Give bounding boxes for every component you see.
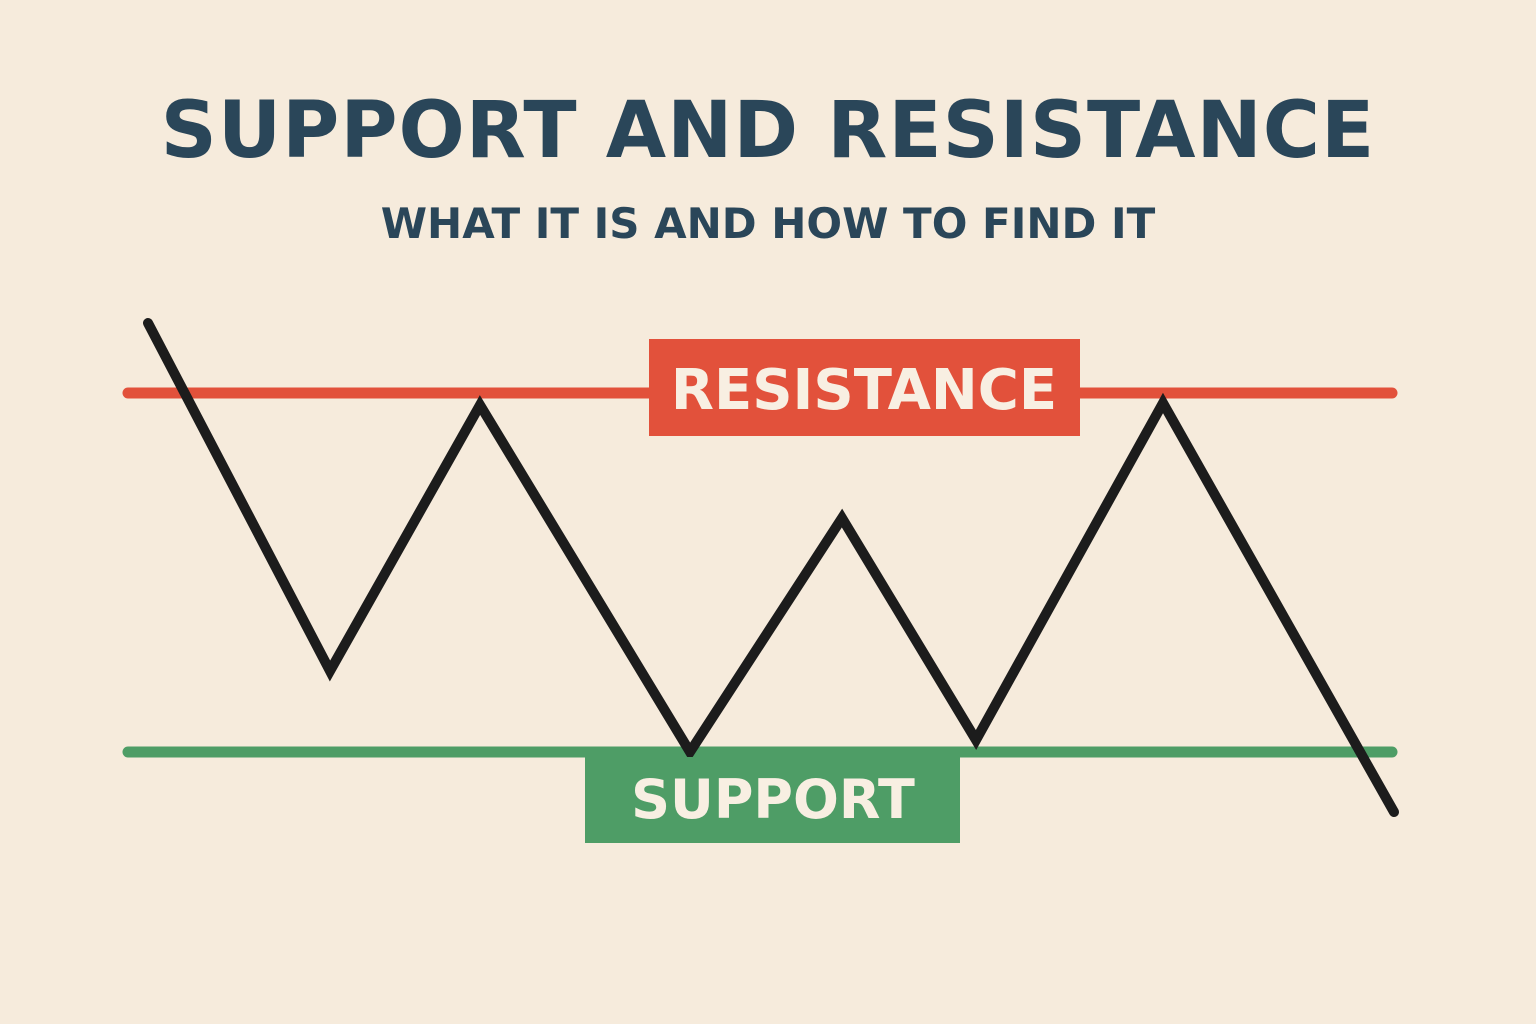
page-subtitle: WHAT IT IS AND HOW TO FIND IT — [380, 199, 1156, 248]
page-title: SUPPORT AND RESISTANCE — [160, 86, 1376, 176]
resistance-label-box — [649, 339, 1080, 436]
resistance-label-text: RESISTANCE — [671, 358, 1057, 423]
support-label-text: SUPPORT — [631, 768, 915, 831]
price-line — [143, 318, 1399, 817]
resistance-label: RESISTANCE — [649, 339, 1080, 436]
support-label: SUPPORT — [585, 757, 960, 843]
support-label-box — [585, 757, 960, 843]
